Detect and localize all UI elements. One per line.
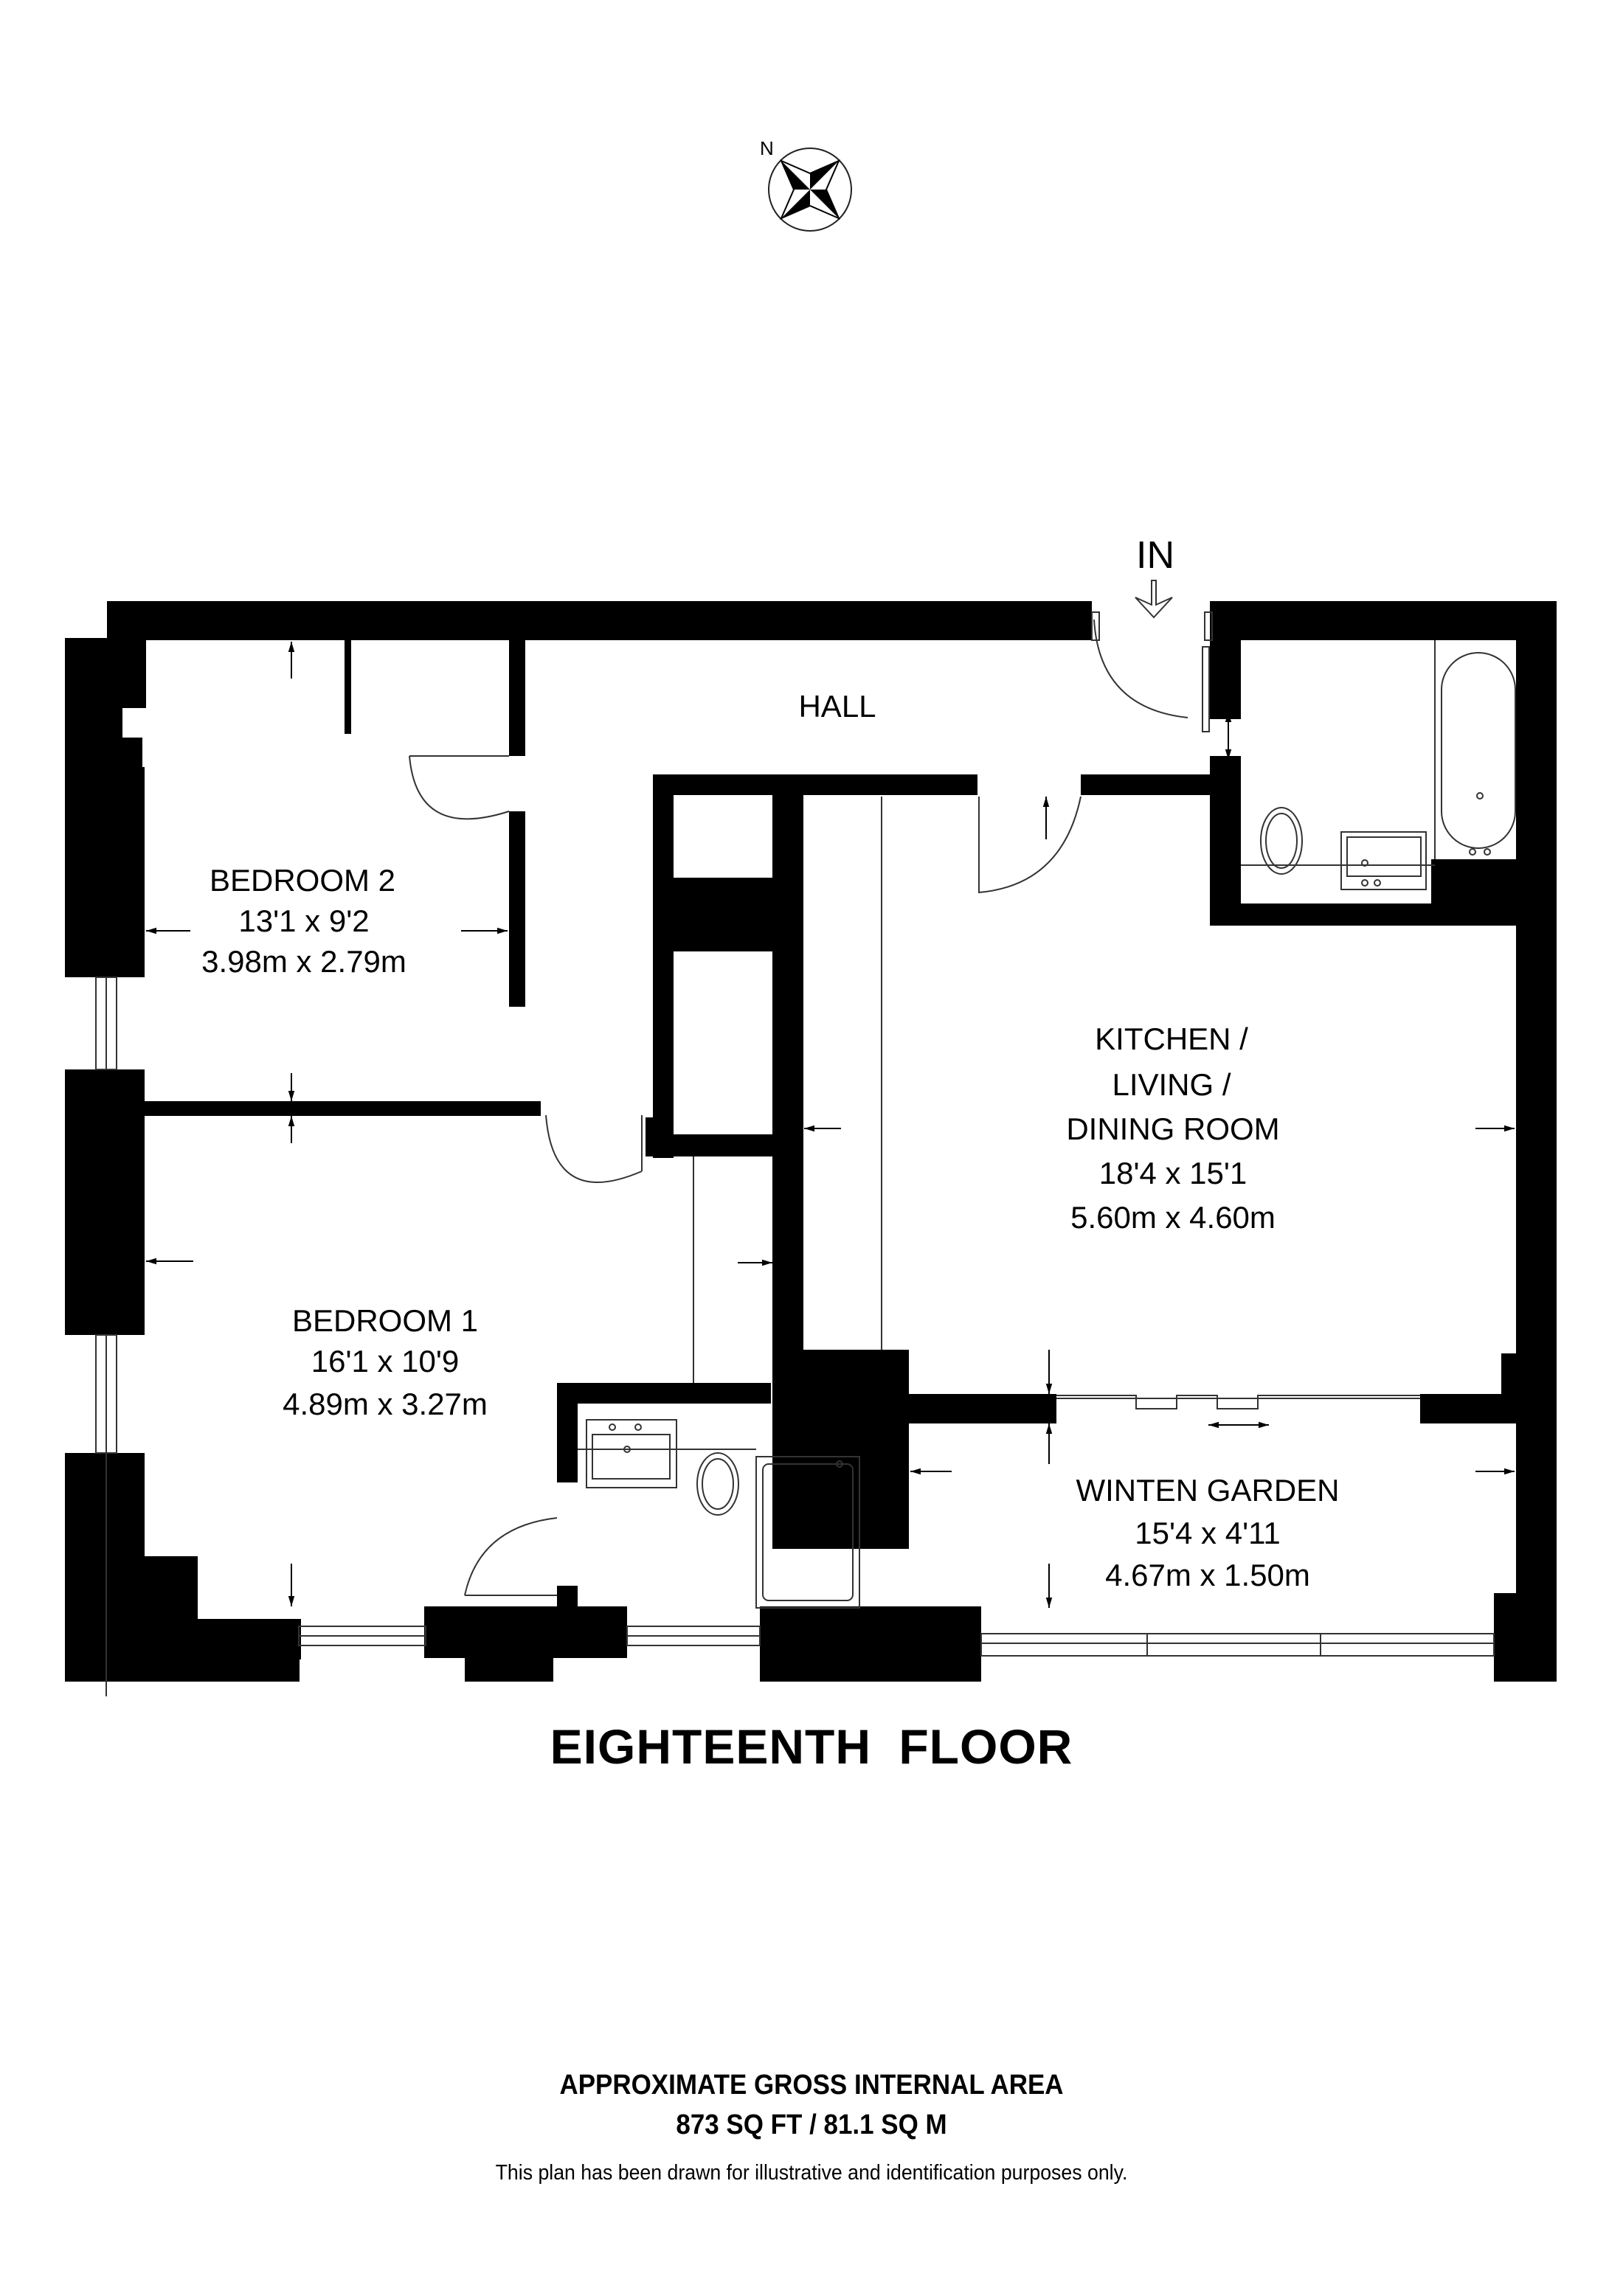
bathtub-icon [1434, 640, 1516, 859]
winter-garden-metric: 4.67m x 1.50m [1105, 1558, 1310, 1592]
window-icon [95, 977, 1495, 1696]
floor-plan: N IN [65, 137, 1557, 1696]
walls [65, 601, 1557, 1682]
kitchen-imperial: 18'4 x 15'1 [1099, 1156, 1247, 1190]
dimension-arrows [146, 642, 1515, 1608]
sliding-door-icon [1056, 1395, 1420, 1409]
bedroom-1-imperial: 16'1 x 10'9 [311, 1344, 460, 1378]
disclaimer: This plan has been drawn for illustrativ… [495, 2161, 1128, 2185]
area-value: 873 SQ FT / 81.1 SQ M [676, 2109, 947, 2140]
floor-title: EIGHTEENTH FLOOR [550, 1719, 1073, 1774]
shower-tray-icon [755, 1456, 860, 1609]
hall-label: HALL [798, 689, 876, 724]
entrance-label: IN [1136, 534, 1174, 577]
washbasin-icon [1340, 831, 1427, 890]
area-title: APPROXIMATE GROSS INTERNAL AREA [559, 2070, 1064, 2101]
winter-garden-imperial: 15'4 x 4'11 [1135, 1516, 1280, 1550]
entrance-arrow-icon [1135, 580, 1173, 619]
toilet-icon [1241, 807, 1435, 875]
kitchen-metric: 5.60m x 4.60m [1070, 1200, 1276, 1235]
door-swing-icon [409, 611, 1213, 1596]
bedroom-2-metric: 3.98m x 2.79m [201, 944, 406, 979]
north-label: N [760, 137, 774, 159]
kitchen-label-line-3: DINING ROOM [1066, 1111, 1279, 1146]
bedroom-2-imperial: 13'1 x 9'2 [238, 904, 369, 938]
kitchen-label-line-1: KITCHEN / [1095, 1022, 1248, 1056]
bedroom-2-label: BEDROOM 2 [210, 863, 395, 898]
bedroom-1-label: BEDROOM 1 [292, 1303, 478, 1338]
washbasin-icon [578, 1419, 756, 1488]
toilet-icon [696, 1452, 739, 1516]
compass-rose-icon: N [760, 137, 852, 232]
kitchen-label-line-2: LIVING / [1112, 1067, 1231, 1102]
bedroom-1-metric: 4.89m x 3.27m [283, 1387, 488, 1421]
winter-garden-label: WINTEN GARDEN [1076, 1473, 1340, 1508]
